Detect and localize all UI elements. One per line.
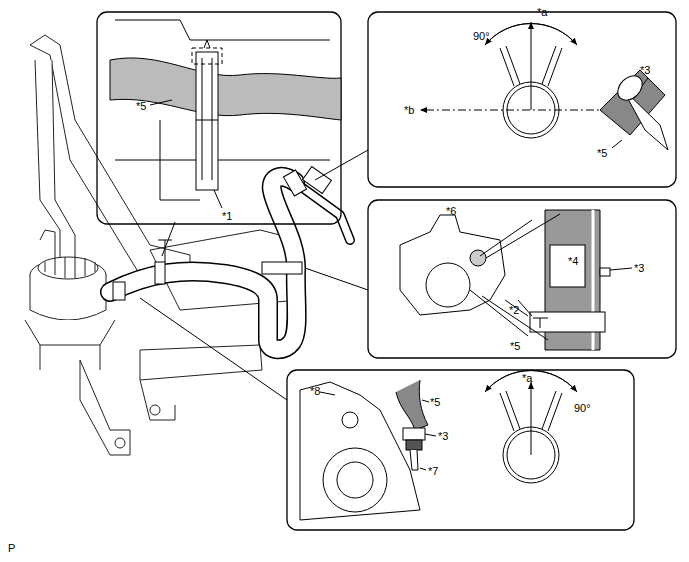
panel4-detail [300,371,577,520]
rect-shape [303,167,332,194]
path-shape [140,380,175,420]
path-shape [80,360,130,455]
path-shape [480,214,560,258]
path-shape [110,58,341,120]
callout-number: *a [537,6,547,18]
callout-number: *8 [310,385,320,397]
callout-number: *1 [222,210,232,222]
panel2-detail [420,22,668,150]
circle-shape [150,405,160,415]
callout-number: *6 [446,205,456,217]
rect-shape [283,170,306,196]
path-shape [150,100,172,105]
path-shape [45,257,95,278]
path-shape [410,450,418,470]
rect-shape [155,262,165,284]
circle-shape [337,462,373,498]
path-shape [531,382,532,455]
path-shape [612,140,622,148]
rect-shape [196,52,218,190]
leader-lines [140,150,368,400]
callout-number: *2 [509,304,519,316]
ellipse-shape [38,257,98,279]
callout-number: *3 [438,430,448,442]
path-shape [420,110,610,111]
circle-shape [115,438,125,448]
circle-shape [323,448,387,512]
panel3-detail [400,210,632,350]
angle-dimension: 90° [574,402,591,414]
path-shape [196,58,218,180]
rect-shape [113,282,125,300]
callout-number: *7 [428,465,438,477]
path-shape [40,345,100,370]
rect-shape [550,245,585,287]
rect-shape [600,268,610,276]
rect-shape [406,440,422,450]
path-shape [140,298,287,400]
path-shape [400,215,505,315]
path-shape [505,300,532,316]
figure-code: P [8,542,15,554]
path-shape [531,22,532,110]
callout-number: *3 [640,64,650,76]
angle-dimension: 90° [473,30,490,42]
rect-shape [530,312,605,332]
path-shape [40,230,55,258]
path-shape [485,24,577,45]
rect-shape [403,428,425,440]
callout-number: *3 [634,262,644,274]
path-shape [396,380,428,430]
callout-number: *5 [597,147,607,159]
rect-shape [192,48,222,64]
callout-number: *a [522,372,532,384]
panel1-detail [110,20,341,208]
circle-shape [426,263,470,307]
path-shape [162,222,175,256]
path-shape [158,240,172,262]
rect-shape [368,200,676,358]
path-shape [642,78,648,86]
path-shape [485,24,577,45]
air-pump [25,230,115,370]
path-shape [204,40,210,48]
detail-panels [97,12,676,530]
circle-shape [342,412,358,428]
callout-number: *5 [136,100,146,112]
callout-number: *b [404,104,414,116]
path-shape [320,392,335,395]
path-shape [470,290,548,340]
clamps [113,167,331,300]
callout-number: *5 [430,396,440,408]
callout-number: *4 [568,255,578,267]
rect-shape [262,262,302,274]
path-shape [30,275,106,320]
callout-number: *5 [510,340,520,352]
circle-shape [470,250,486,266]
hose [110,177,350,349]
path-shape [140,345,262,380]
path-shape [300,186,350,240]
path-shape [214,190,222,208]
path-shape [485,371,577,392]
path-shape [300,186,350,240]
path-shape [485,371,577,392]
path-shape [610,268,632,270]
path-shape [533,318,548,328]
rect-shape [97,12,341,224]
path-shape [305,268,368,290]
path-shape [25,320,115,345]
path-shape [420,400,436,470]
rect-shape [368,12,676,187]
ellipse-shape [613,71,647,105]
rect-shape [287,370,634,530]
